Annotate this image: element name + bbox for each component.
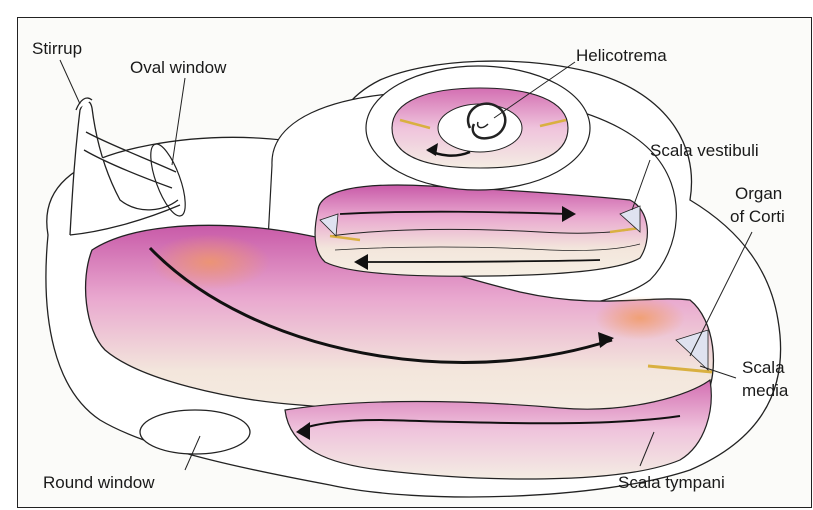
label-helicotrema: Helicotrema (576, 46, 667, 65)
label-stirrup: Stirrup (32, 39, 82, 58)
label-scala-media-1: Scala (742, 358, 785, 377)
label-organ-of-corti-1: Organ (735, 184, 782, 203)
label-organ-of-corti-2: of Corti (730, 207, 785, 226)
label-oval-window: Oval window (130, 58, 227, 77)
label-round-window: Round window (43, 473, 155, 492)
label-scala-tympani: Scala tympani (618, 473, 725, 492)
label-scala-vestibuli: Scala vestibuli (650, 141, 759, 160)
label-scala-media-2: media (742, 381, 789, 400)
